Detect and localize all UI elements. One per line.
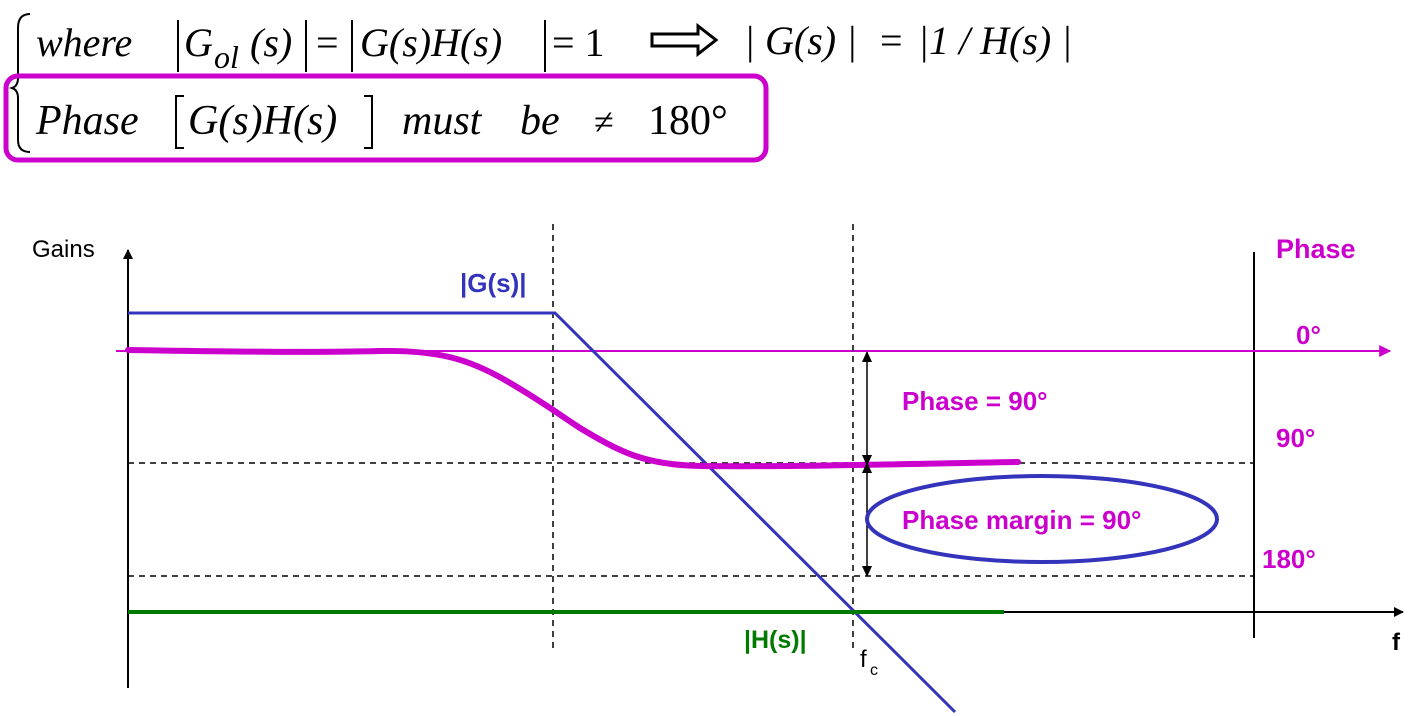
inverse-h: |1 / H(s) | [918,18,1072,63]
h-magnitude-label: |H(s)| [744,626,807,654]
frequency-axis-label: f [1392,629,1401,656]
gh-product: G(s)H(s) [360,20,502,65]
phase-margin-annotation: Phase margin = 90° [902,505,1141,535]
equals-sign: = [316,20,339,65]
g-magnitude: | G(s) | [744,18,857,63]
where-word: where [36,20,132,65]
gol-argument: (s) [250,20,292,65]
right-bracket [364,95,373,149]
equals-sign: = [880,18,903,63]
phase-word: Phase [35,98,139,144]
highlight-box [3,73,769,163]
gol-symbol: G [184,20,213,65]
phase-curve [125,347,1021,470]
phase-annotation: Phase = 90° [902,386,1048,416]
gh-product: G(s)H(s) [188,98,337,144]
phase-margin-highlight [865,474,1219,564]
implies-arrow-icon [650,22,719,58]
left-bracket [175,95,184,149]
equation-line-1: where G ol (s) = G(s)H(s) = 1 | G(s) | =… [8,13,1072,153]
crossover-frequency-label: f [860,646,867,673]
be-word: be [520,98,560,144]
system-brace [8,13,31,153]
phase-axis-label: Phase [1276,234,1356,264]
phase-value: 180° [648,98,728,144]
g-magnitude-curve [128,311,957,714]
equation-line-2: Phase G(s)H(s) must be ≠ 180° [3,73,769,163]
phase-tick-180: 180° [1262,544,1316,574]
gol-subscript: ol [214,39,239,75]
phase-tick-90: 90° [1276,423,1315,453]
gains-axis-label: Gains [32,236,95,263]
phase-double-arrow [862,351,872,466]
crossover-frequency-subscript: c [870,662,878,679]
must-word: must [402,98,483,144]
phase-tick-0: 0° [1296,320,1321,350]
g-magnitude-label: |G(s)| [460,268,527,298]
not-equal-sign: ≠ [594,102,614,142]
equals-one: = 1 [552,20,605,65]
